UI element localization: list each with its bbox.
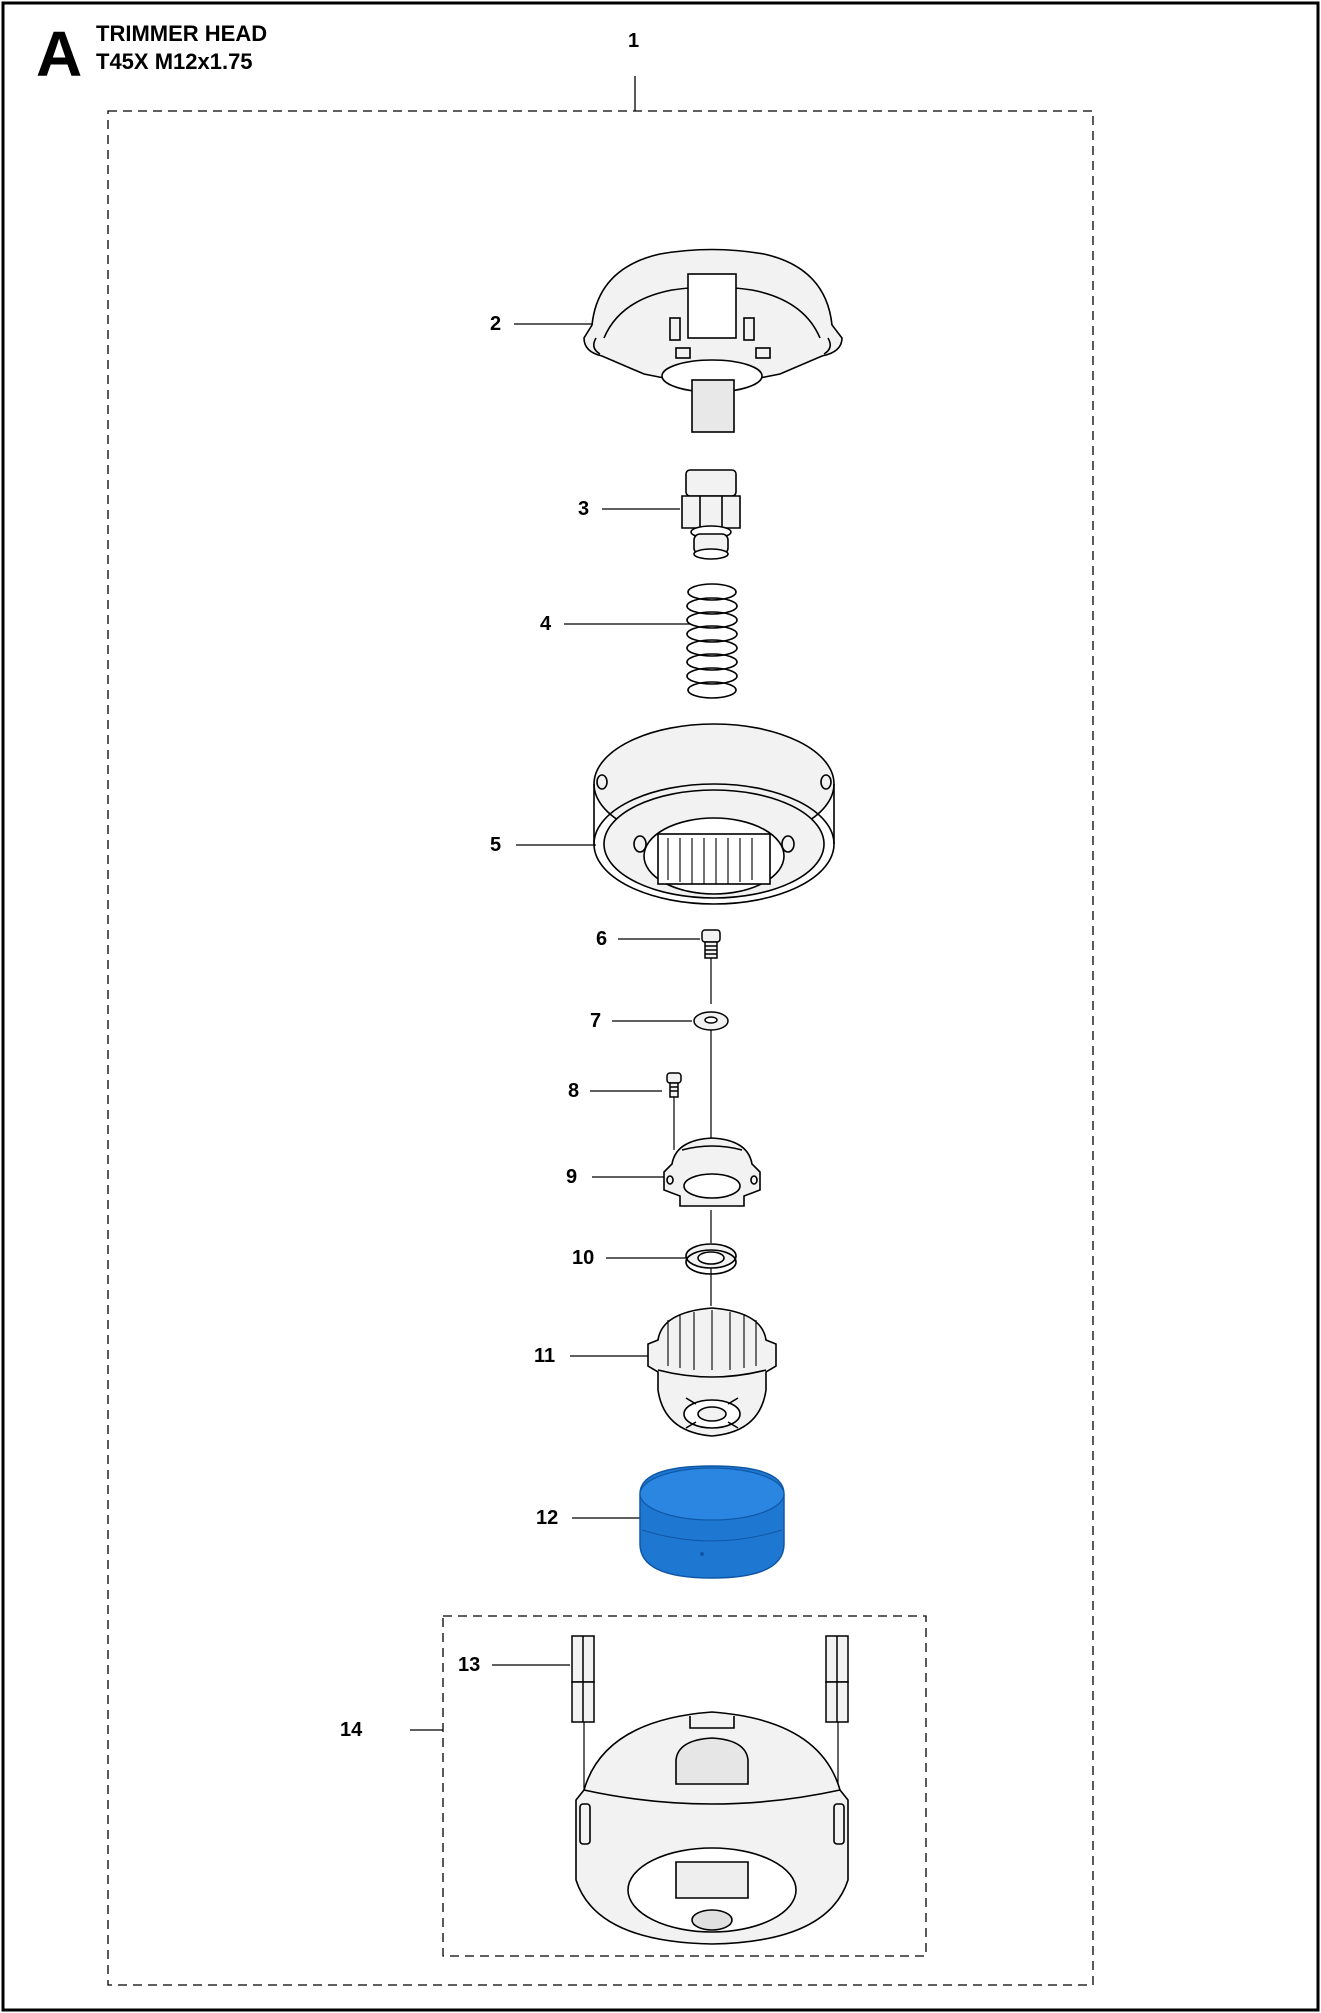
bracket-icon	[663, 1137, 761, 1207]
spool-icon	[593, 723, 835, 905]
threaded-bolt-icon	[681, 469, 741, 560]
callout-7: 7	[590, 1010, 602, 1032]
eyelet-icon	[825, 1635, 849, 1723]
callout-10: 10	[572, 1247, 595, 1269]
cover-housing-icon	[583, 248, 843, 433]
callout-4: 4	[540, 613, 552, 635]
washer-icon	[693, 1011, 729, 1031]
callout-3: 3	[578, 498, 590, 520]
callout-2: 2	[490, 313, 502, 335]
assembly-boundary	[107, 110, 1094, 1986]
section-title: TRIMMER HEAD	[96, 21, 268, 46]
knob-icon	[647, 1307, 777, 1437]
subassembly-boundary	[442, 1615, 927, 1957]
section-letter: A	[36, 18, 83, 90]
section-subtitle: T45X M12x1.75	[96, 49, 253, 74]
callout-5: 5	[490, 834, 502, 856]
callout-9: 9	[566, 1166, 578, 1188]
bearing-icon	[685, 1243, 737, 1275]
axis-lines	[583, 958, 839, 1790]
callout-14: 14	[340, 1719, 363, 1741]
spring-icon	[686, 583, 738, 699]
callout-13: 13	[458, 1654, 481, 1676]
bottom-housing-icon	[575, 1711, 849, 1945]
callout-8: 8	[568, 1080, 580, 1102]
bump-cap-icon	[639, 1465, 785, 1579]
screw-icon	[666, 1072, 682, 1098]
leader-lines	[410, 323, 700, 1731]
callout-1: 1	[628, 30, 640, 52]
callout-6: 6	[596, 928, 608, 950]
callout-11: 11	[534, 1345, 556, 1367]
callout-12: 12	[536, 1507, 559, 1529]
eyelet-icon	[571, 1635, 595, 1723]
screw-icon	[701, 929, 721, 959]
